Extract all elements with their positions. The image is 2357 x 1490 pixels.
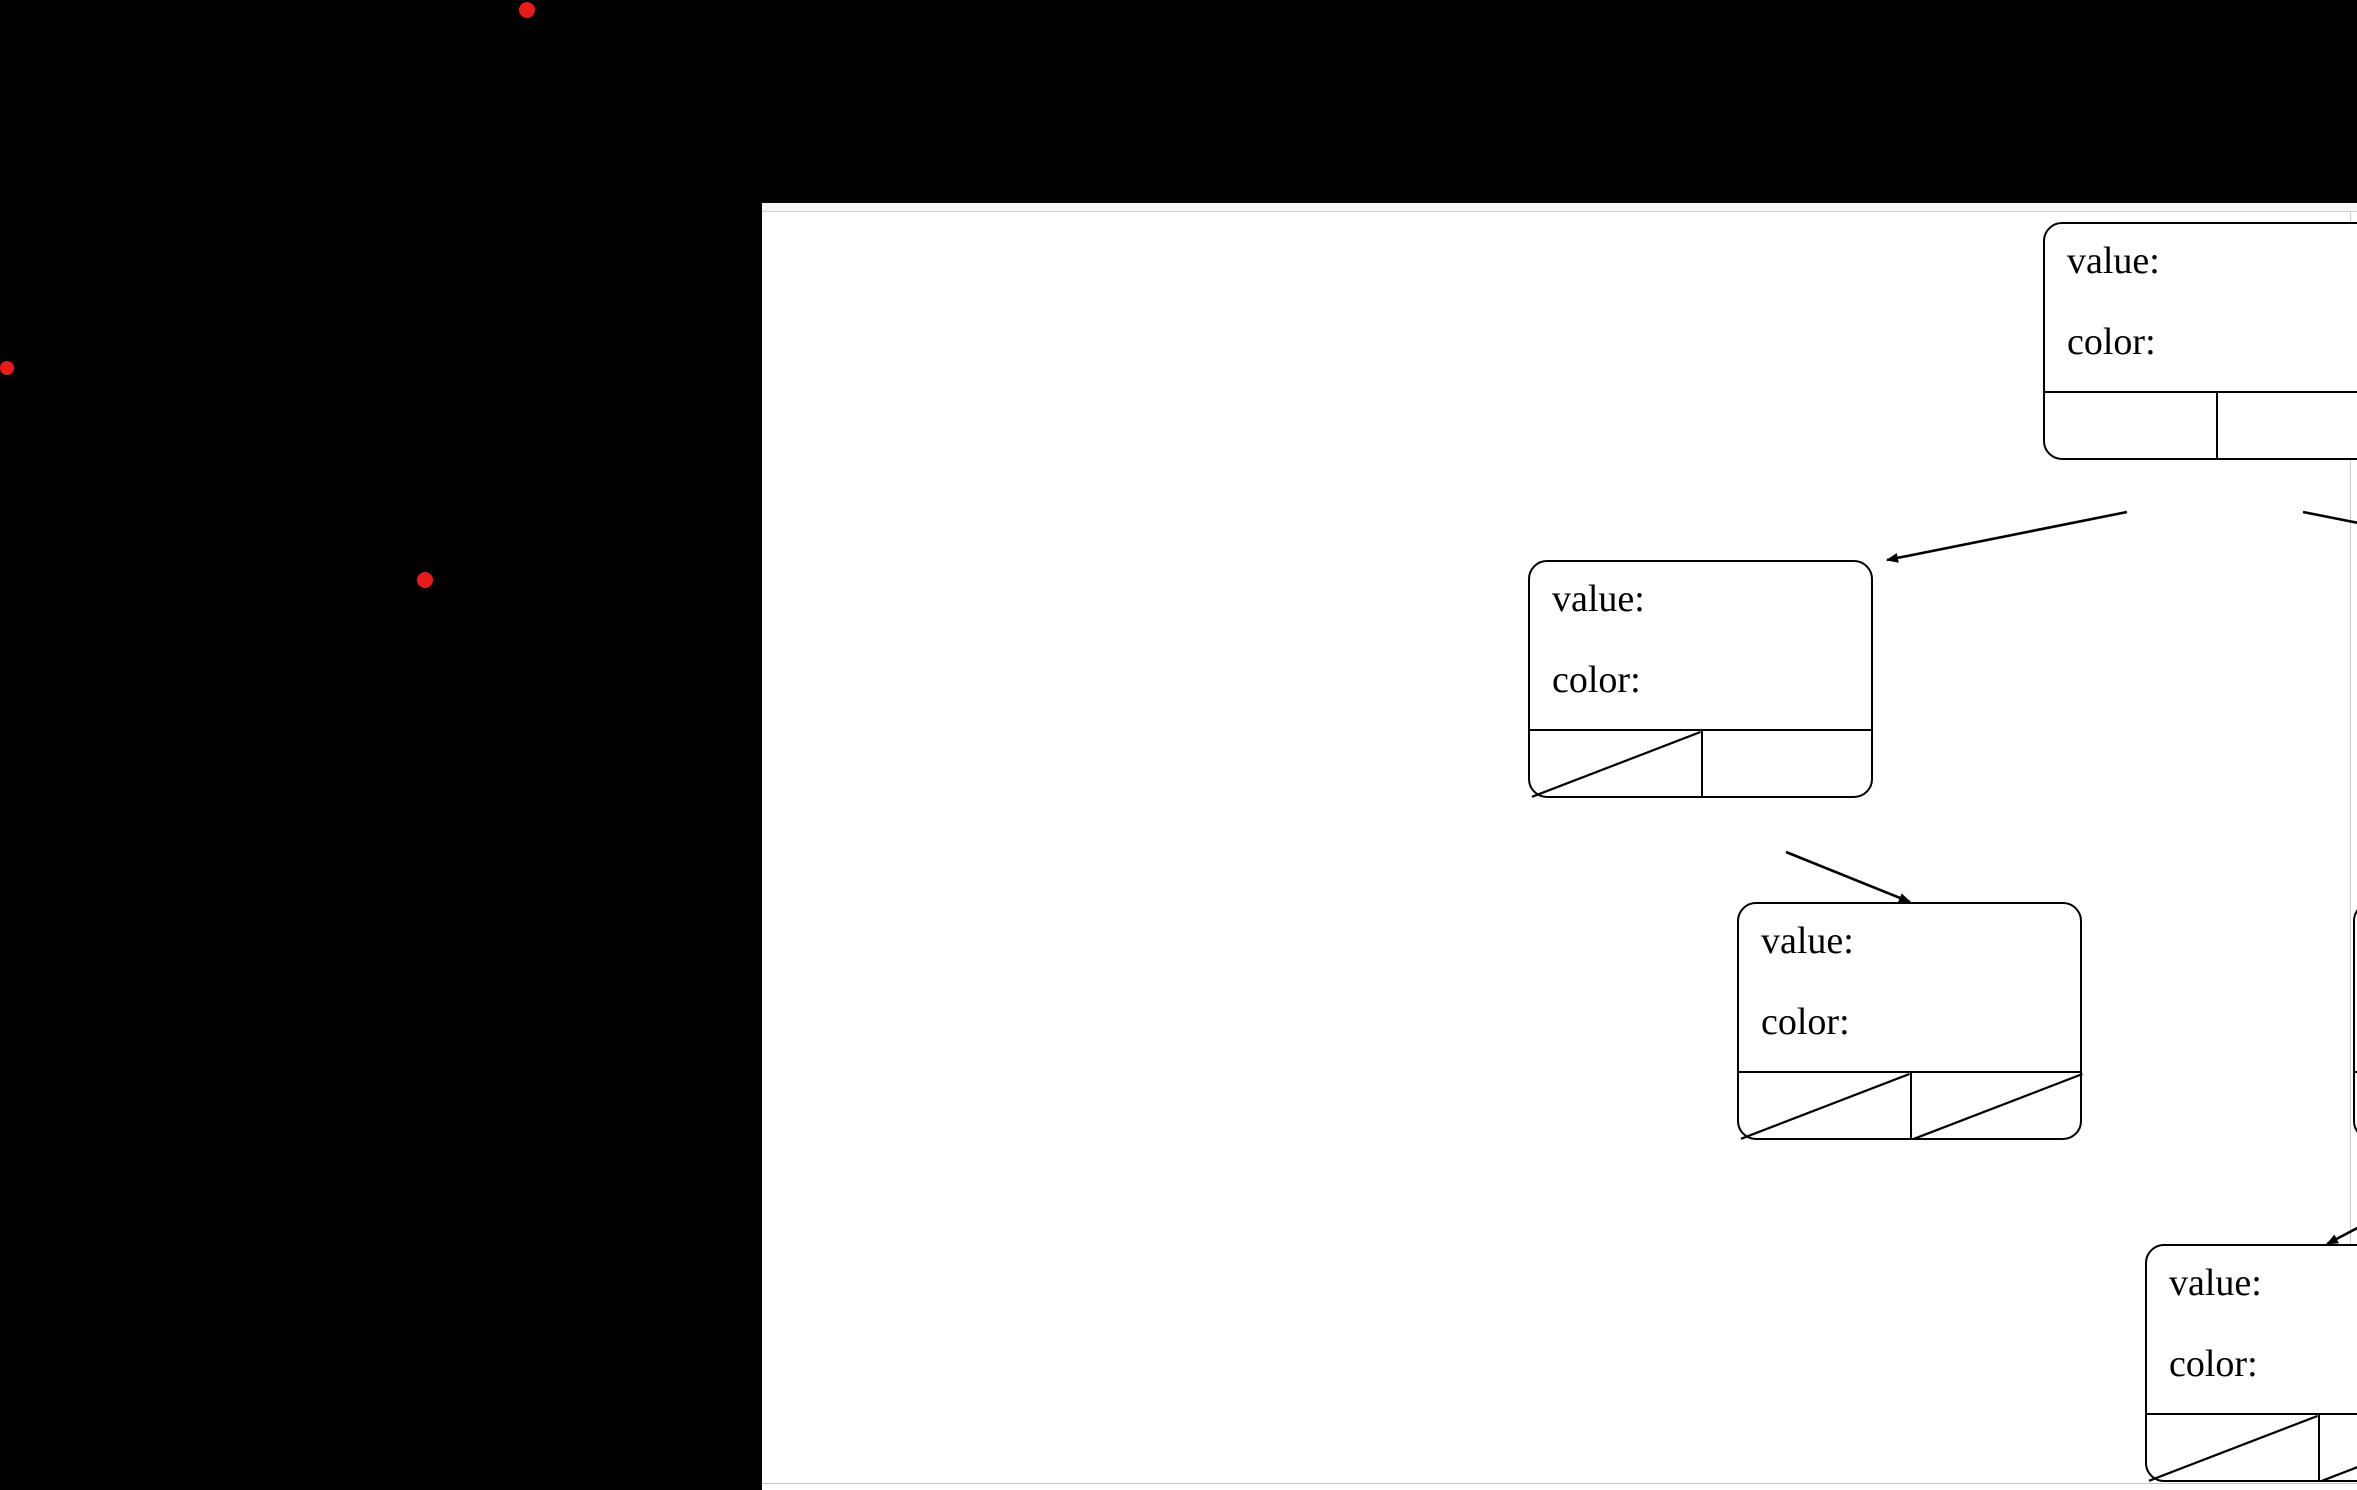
node-pointer-divider: [2147, 1412, 2357, 1415]
node-field-block: value: color:: [2045, 224, 2357, 361]
null-pointer-slash-icon: [2148, 1415, 2318, 1482]
edge-left-to-leftright: [1785, 850, 1911, 904]
node-pointer-slot-left-null[interactable]: [2147, 1415, 2320, 1482]
node-pointer-divider: [2045, 390, 2357, 393]
null-pointer-slash-icon: [1913, 1073, 2083, 1140]
cursor-dot-left: [0, 361, 14, 375]
node-color-label: color:: [2067, 321, 2156, 363]
node-field-block: value: color:: [1530, 562, 1871, 699]
null-pointer-slash-icon: [2321, 1465, 2357, 1482]
tree-node-left[interactable]: value: color:: [1528, 560, 1873, 798]
node-pointer-divider: [2355, 1070, 2357, 1073]
node-color-label: color:: [2169, 1343, 2258, 1385]
tree-node-right-left-left[interactable]: value: color:: [2145, 1244, 2357, 1482]
node-pointer-slot-right-null[interactable]: [2320, 1415, 2357, 1482]
node-pointer-slot-right-link[interactable]: [1703, 731, 1876, 798]
cursor-dot-middle: [417, 572, 433, 588]
cursor-dot-top: [519, 2, 535, 18]
node-pointer-slot-left-null[interactable]: [1530, 731, 1703, 798]
node-value-label: value:: [1552, 578, 1645, 620]
node-value-label: value:: [2169, 1262, 2262, 1304]
horizontal-scrollbar[interactable]: [762, 1483, 2357, 1490]
node-pointer-split: [1910, 1073, 1913, 1140]
node-pointer-split: [2216, 393, 2219, 460]
node-pointer-split: [1701, 731, 1704, 798]
node-value-label: value:: [2067, 240, 2160, 282]
node-color-label: color:: [1552, 659, 1641, 701]
tree-node-root[interactable]: value: color:: [2043, 222, 2357, 460]
tree-diagram-surface: value: color: value: color: value: color: valu…: [762, 212, 2357, 1490]
node-value-label: value:: [1761, 920, 1854, 962]
node-pointer-split: [2318, 1415, 2321, 1482]
edge-root-to-right: [2302, 510, 2357, 524]
node-color-label: color:: [1761, 1001, 1850, 1043]
node-field-block: value: color:: [2147, 1246, 2357, 1383]
node-pointer-slot-left-link[interactable]: [2045, 393, 2218, 460]
null-pointer-slash-icon: [1740, 1073, 1910, 1140]
node-pointer-divider: [1530, 728, 1871, 731]
node-field-block: value: color:: [1739, 904, 2080, 1041]
diagram-viewer-panel[interactable]: value: color: value: color: value: color: valu…: [762, 203, 2357, 1490]
null-pointer-slash-icon: [1531, 731, 1701, 798]
node-pointer-divider: [1739, 1070, 2080, 1073]
vertical-scrollbar[interactable]: [2350, 212, 2357, 1490]
edge-rightleft-to-rightleftleft: [2326, 1226, 2357, 1246]
edge-root-to-left: [1886, 510, 2128, 563]
viewer-topbar: [762, 203, 2357, 212]
node-pointer-slot-right-null[interactable]: [1912, 1073, 2085, 1140]
tree-node-left-right[interactable]: value: color:: [1737, 902, 2085, 1140]
node-pointer-slot-right-link[interactable]: [2218, 393, 2357, 460]
node-pointer-slot-left-null[interactable]: [1739, 1073, 1912, 1140]
tree-node-right-left[interactable]: value:color:: [2353, 902, 2357, 1140]
